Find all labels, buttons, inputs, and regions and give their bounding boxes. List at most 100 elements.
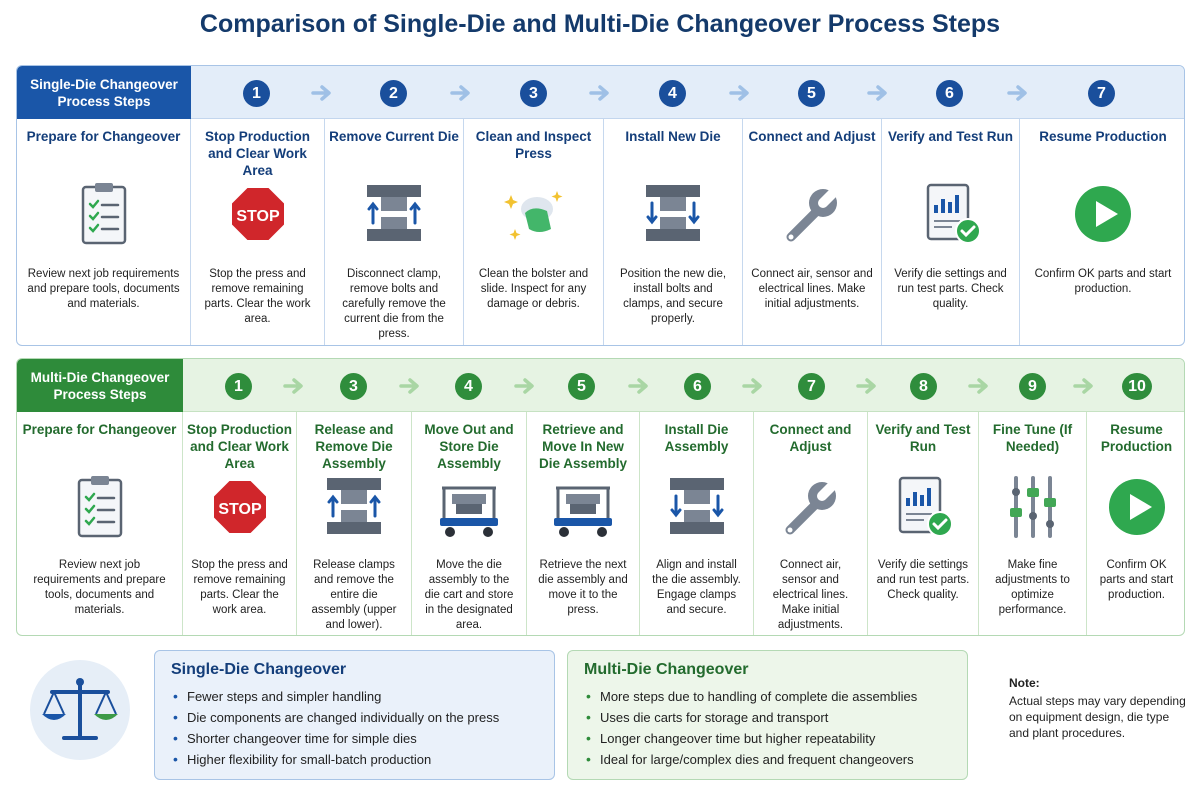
arrow-right-icon: [628, 378, 648, 394]
step-number-badge: 2: [380, 80, 407, 107]
arrow-right-icon: [589, 85, 609, 101]
arrow-right-icon: [450, 85, 470, 101]
multi-die-panel: Multi-Die Changeover Process Steps 1 3 4…: [16, 358, 1185, 636]
step-number-badge: 6: [684, 373, 711, 400]
multi-step-column: Fine Tune (If Needed) Make fine adjustme…: [979, 412, 1087, 635]
summary-item: Uses die carts for storage and transport: [584, 707, 951, 728]
step-number-badge: 8: [910, 373, 937, 400]
step-number-badge: 1: [243, 80, 270, 107]
step-number-badge: 3: [340, 373, 367, 400]
summary-title: Single-Die Changeover: [171, 661, 347, 678]
step-title: Move Out and Store Die Assembly: [424, 422, 514, 471]
step-number-badge: 4: [659, 80, 686, 107]
step-number-badge: 3: [520, 80, 547, 107]
step-number-badge: 6: [936, 80, 963, 107]
sliders-icon: [1009, 476, 1056, 538]
summary-item: More steps due to handling of complete d…: [584, 686, 951, 707]
arrow-right-icon: [856, 378, 876, 394]
step-number-badge: 5: [568, 373, 595, 400]
single-step-column: Stop Production and Clear Work Area STOP…: [191, 119, 325, 345]
note-title: Note:: [1009, 676, 1040, 690]
step-title: Install New Die: [625, 129, 721, 144]
die-cart-icon: [554, 486, 612, 537]
summary-list: More steps due to handling of complete d…: [584, 686, 951, 770]
step-number-badge: 9: [1019, 373, 1046, 400]
step-title: Release and Remove Die Assembly: [314, 422, 394, 471]
arrow-right-icon: [729, 85, 749, 101]
single-prep-column: Prepare for Changeover Review next job r…: [17, 119, 191, 345]
play-icon: [1075, 186, 1131, 242]
arrow-right-icon: [399, 378, 419, 394]
die-install-icon: [669, 478, 724, 534]
svg-text:STOP: STOP: [236, 208, 280, 225]
step-description: Verify die settings and run test parts. …: [894, 268, 1007, 310]
arrow-right-icon: [311, 85, 331, 101]
step-number-badge: 7: [1088, 80, 1115, 107]
single-step-column: Resume Production Confirm OK parts and s…: [1020, 119, 1184, 345]
step-number-badge: 5: [798, 80, 825, 107]
balance-scale-icon: [42, 678, 118, 740]
step-description: Connect air, sensor and electrical lines…: [751, 268, 873, 310]
step-number-badge: 7: [798, 373, 825, 400]
step-description: Disconnect clamp, remove bolts and caref…: [342, 268, 446, 340]
summary-title: Multi-Die Changeover: [584, 661, 749, 678]
note-text: Actual steps may vary depending on equip…: [1009, 694, 1186, 740]
balance-scale-badge: [30, 660, 130, 760]
die-remove-icon: [367, 185, 421, 241]
multi-step-column: Install Die Assembly Align and install t…: [640, 412, 754, 635]
step-title: Stop Production and Clear Work Area: [205, 129, 310, 178]
single-step-column: Connect and Adjust Connect air, sensor a…: [743, 119, 882, 345]
step-description: Confirm OK parts and start production.: [1099, 559, 1174, 601]
multi-step-column: Retrieve and Move In New Die Assembly Re…: [527, 412, 640, 635]
stop-sign-icon: STOP: [211, 479, 268, 535]
step-description: Stop the press and remove remaining part…: [204, 268, 311, 325]
step-description: Align and install the die assembly. Enga…: [652, 559, 741, 616]
step-description: Retrieve the next die assembly and move …: [538, 559, 628, 616]
step-title: Verify and Test Run: [875, 422, 971, 454]
cleaning-icon: [503, 191, 562, 240]
step-number-badge: 1: [225, 373, 252, 400]
step-title: Connect and Adjust: [769, 422, 852, 454]
single-step-column: Install New Die Position the new die, in…: [604, 119, 743, 345]
summary-item: Ideal for large/complex dies and frequen…: [584, 749, 951, 770]
summary-list: Fewer steps and simpler handling Die com…: [171, 686, 538, 770]
multi-step-column: Release and Remove Die Assembly Release …: [297, 412, 412, 635]
multi-step-column: Stop Production and Clear Work Area STOP…: [183, 412, 297, 635]
clipboard-icon: [77, 476, 122, 538]
clipboard-icon: [81, 183, 126, 245]
step-description: Connect air, sensor and electrical lines…: [772, 559, 849, 631]
arrow-right-icon: [968, 378, 988, 394]
note-block: Note: Actual steps may vary depending on…: [1009, 675, 1189, 741]
single-step-column: Verify and Test Run Verify die settings …: [882, 119, 1020, 345]
step-description: Position the new die, install bolts and …: [619, 268, 727, 325]
wrench-icon: [786, 182, 844, 242]
step-title: Stop Production and Clear Work Area: [187, 422, 292, 471]
multi-step-number-row: Multi-Die Changeover Process Steps 1 3 4…: [17, 359, 1184, 412]
arrow-right-icon: [1007, 85, 1027, 101]
stop-sign-icon: STOP: [229, 186, 286, 242]
summary-item: Higher flexibility for small-batch produ…: [171, 749, 538, 770]
step-title: Fine Tune (If Needed): [992, 422, 1073, 454]
step-title: Prepare for Changeover: [22, 422, 177, 437]
arrow-right-icon: [283, 378, 303, 394]
single-step-column: Remove Current Die Disconnect clamp, rem…: [325, 119, 464, 345]
step-title: Verify and Test Run: [887, 129, 1014, 144]
step-description: Confirm OK parts and start production.: [1034, 268, 1172, 295]
step-title: Retrieve and Move In New Die Assembly: [538, 422, 628, 471]
step-description: Stop the press and remove remaining part…: [191, 559, 288, 616]
arrow-right-icon: [867, 85, 887, 101]
summary-item: Fewer steps and simpler handling: [171, 686, 538, 707]
step-title: Connect and Adjust: [748, 129, 876, 144]
step-number-badge: 10: [1122, 373, 1152, 400]
step-title: Prepare for Changeover: [26, 129, 181, 144]
step-title: Remove Current Die: [329, 129, 459, 144]
single-step-number-row: Single-Die Changeover Process Steps 1 2 …: [17, 66, 1184, 119]
summary-item: Longer changeover time but higher repeat…: [584, 728, 951, 749]
play-icon: [1108, 479, 1165, 535]
step-description: Clean the bolster and slide. Inspect for…: [478, 268, 589, 310]
multi-prep-column: Prepare for Changeover Review next job r…: [17, 412, 183, 635]
step-title: Clean and Inspect Press: [475, 129, 592, 161]
verify-report-icon: [898, 476, 953, 537]
die-cart-icon: [440, 486, 498, 537]
step-description: Move the die assembly to the die cart an…: [424, 559, 514, 631]
